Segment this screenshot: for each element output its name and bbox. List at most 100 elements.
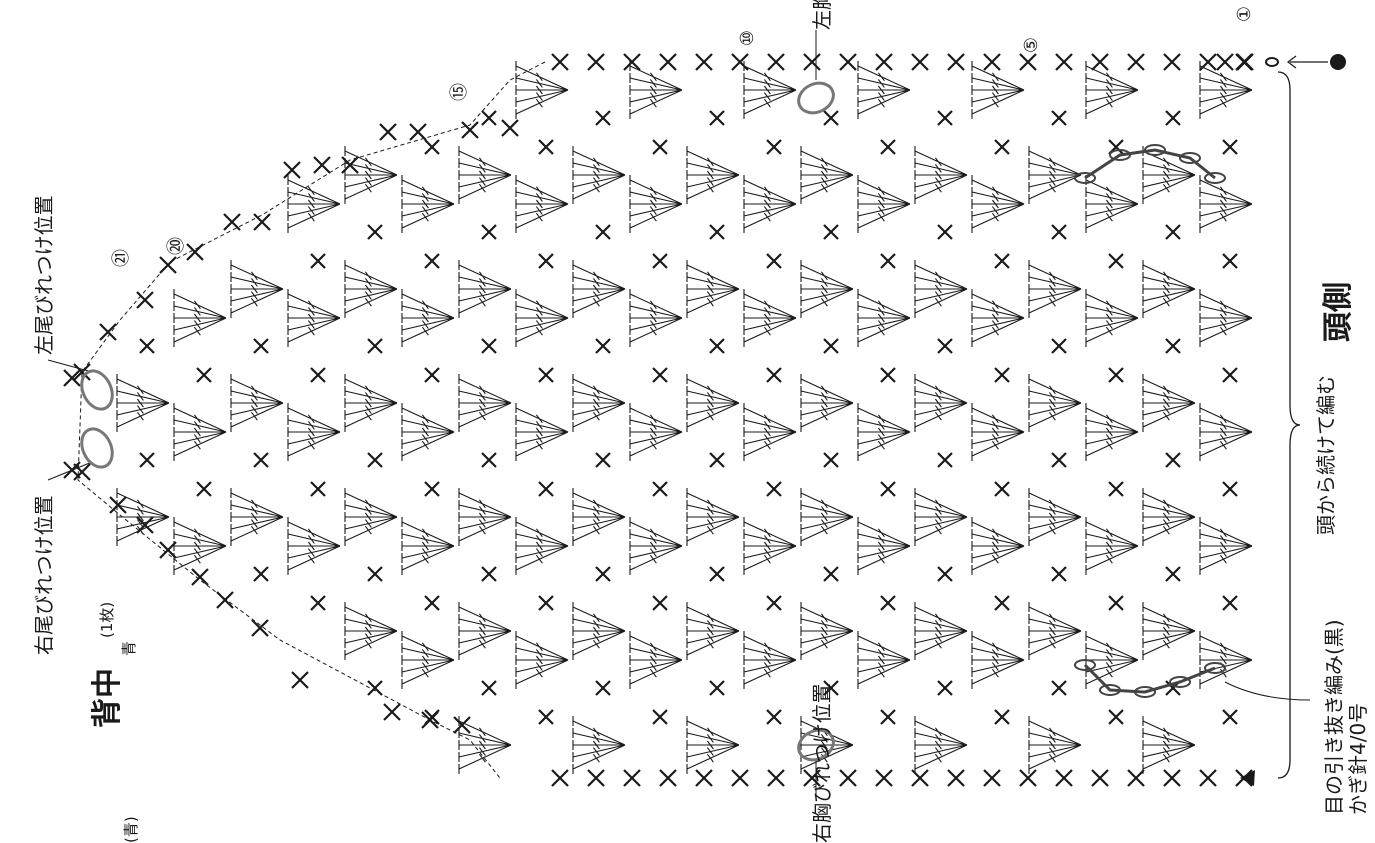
sc-stitch: [311, 254, 325, 268]
edge-sc-top: [984, 54, 1000, 70]
shell-fan: [1143, 374, 1195, 432]
shell-fan: [1086, 289, 1138, 347]
sc-stitch: [311, 482, 325, 496]
tail-edge-sc-bottom: [292, 672, 308, 688]
edge-sc-bottom: [840, 770, 856, 786]
shell-fan: [459, 602, 511, 660]
fin-position-marker: [794, 78, 838, 119]
edge-sc-top: [1164, 54, 1180, 70]
sc-stitch: [197, 368, 211, 382]
sc-stitch: [596, 567, 610, 581]
fin-position-marker: [76, 424, 118, 472]
left-chest-fin-label: 左胸びれつけ位置: [806, 0, 835, 30]
shell-fan: [1086, 403, 1138, 461]
shell-fan: [402, 403, 454, 461]
tail-edge-sc-top: [224, 214, 240, 230]
sc-stitch: [938, 339, 952, 353]
edge-sc-bottom: [984, 770, 1000, 786]
shell-fan: [1200, 289, 1252, 347]
sc-stitch: [539, 482, 553, 496]
shell-fan: [858, 175, 910, 233]
sc-stitch: [995, 140, 1009, 154]
shell-fan: [915, 146, 967, 204]
edge-sc-top: [696, 54, 712, 70]
shell-fan: [117, 374, 169, 432]
shell-fan: [801, 260, 853, 318]
edge-sc-bottom: [768, 770, 784, 786]
sc-stitch: [824, 453, 838, 467]
sc-stitch: [425, 596, 439, 610]
sc-stitch: [1052, 567, 1066, 581]
sc-stitch: [1223, 710, 1237, 724]
sc-stitch: [254, 453, 268, 467]
shell-fan: [630, 631, 682, 689]
edge-fragment-label: (青): [120, 816, 141, 843]
shell-fan: [516, 631, 568, 689]
shell-fan: [687, 146, 739, 204]
edge-stitches: [64, 54, 1346, 786]
shell-fan: [573, 146, 625, 204]
edge-sc-bottom: [1092, 770, 1108, 786]
edge-sc-bottom: [552, 770, 568, 786]
shell-fan: [345, 488, 397, 546]
edge-sc-top: [948, 54, 964, 70]
tail-edge-sc-bottom: [384, 704, 400, 720]
shell-fan: [402, 175, 454, 233]
shell-fan: [1086, 631, 1138, 689]
edge-sc-bottom: [1056, 770, 1072, 786]
edge-sc-bottom: [696, 770, 712, 786]
sc-stitch: [995, 254, 1009, 268]
shell-fan: [915, 716, 967, 774]
sc-stitch: [311, 596, 325, 610]
shell-fan: [1029, 260, 1081, 318]
shell-fan: [1143, 602, 1195, 660]
edge-sc-top: [804, 54, 820, 70]
sc-stitch: [539, 596, 553, 610]
shell-fan: [288, 175, 340, 233]
sc-stitch: [1109, 482, 1123, 496]
sc-stitch: [995, 710, 1009, 724]
shell-fan: [630, 517, 682, 575]
start-sc: [1217, 54, 1233, 70]
left-tail-leader: [48, 360, 92, 372]
edge-sc-bottom: [876, 770, 892, 786]
shell-fan: [972, 175, 1024, 233]
sc-stitch: [938, 453, 952, 467]
shell-fan: [972, 289, 1024, 347]
edge-sc-bottom: [1164, 770, 1180, 786]
edge-sc-bottom: [912, 770, 928, 786]
sc-stitch: [653, 482, 667, 496]
sc-stitch: [1052, 681, 1066, 695]
sc-stitch: [596, 225, 610, 239]
sc-stitch: [881, 140, 895, 154]
shell-fan: [915, 602, 967, 660]
sc-stitch: [881, 482, 895, 496]
sc-stitch: [824, 111, 838, 125]
sc-stitch: [596, 681, 610, 695]
shell-fan: [1143, 488, 1195, 546]
tail-edge-sc-top: [410, 124, 426, 140]
shell-fan: [288, 517, 340, 575]
sc-stitch: [995, 368, 1009, 382]
shell-fan: [972, 517, 1024, 575]
sc-stitch: [881, 710, 895, 724]
edge-sc-bottom: [1128, 770, 1144, 786]
shell-fan: [744, 61, 796, 119]
edge-sc-top: [840, 54, 856, 70]
chain-stitch: [1266, 58, 1278, 66]
start-sc: [1237, 54, 1253, 70]
sc-stitch: [1166, 453, 1180, 467]
sc-stitch: [254, 567, 268, 581]
shell-fan: [687, 488, 739, 546]
sc-stitch: [710, 111, 724, 125]
head-bracket: [1278, 72, 1300, 778]
sc-stitch: [767, 482, 781, 496]
sc-stitch: [311, 368, 325, 382]
row-marker: ⑤: [1021, 37, 1042, 53]
shell-fan: [288, 403, 340, 461]
edge-sc-bottom: [1200, 770, 1216, 786]
sc-stitch: [1109, 368, 1123, 382]
sc-stitch: [824, 225, 838, 239]
shell-fan: [1200, 517, 1252, 575]
